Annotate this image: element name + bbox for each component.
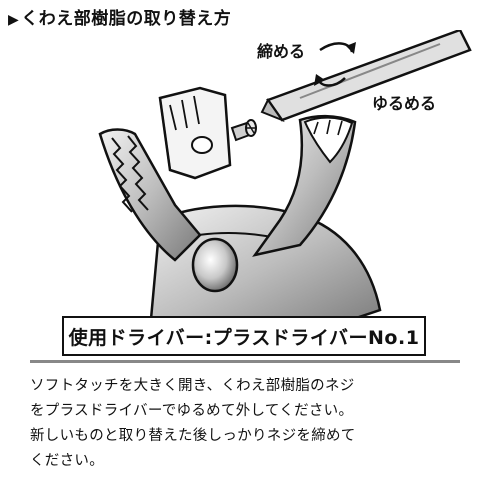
divider bbox=[30, 360, 460, 363]
screwdriver bbox=[260, 30, 472, 123]
instruction-line: 新しいものと取り替えた後しっかりネジを締めて bbox=[30, 428, 356, 444]
loosen-label: ゆるめる bbox=[372, 94, 437, 113]
rotation-arrows-icon bbox=[314, 42, 356, 87]
pivot-rivet bbox=[191, 237, 239, 293]
heading-text: くわえ部樹脂の取り替え方 bbox=[21, 9, 232, 29]
tighten-label: 締める bbox=[257, 42, 306, 61]
pliers-illustration bbox=[98, 30, 472, 330]
screwdriver-spec-text: 使用ドライバー:プラスドライバーNo.1 bbox=[68, 326, 420, 349]
triangle-marker-icon: ▶ bbox=[8, 12, 20, 28]
instructions: ソフトタッチを大きく開き、くわえ部樹脂のネジ をプラスドライバーでゆるめて外して… bbox=[30, 374, 472, 474]
instruction-line: ください。 bbox=[30, 453, 104, 469]
screw-icon bbox=[230, 119, 257, 142]
screwdriver-spec-box: 使用ドライバー:プラスドライバーNo.1 bbox=[62, 316, 426, 356]
left-jaw bbox=[98, 128, 202, 262]
right-jaw bbox=[252, 114, 357, 257]
resin-block bbox=[158, 86, 232, 180]
instruction-line: をプラスドライバーでゆるめて外してください。 bbox=[30, 403, 354, 419]
section-heading: ▶くわえ部樹脂の取り替え方 bbox=[8, 4, 231, 29]
instruction-line: ソフトタッチを大きく開き、くわえ部樹脂のネジ bbox=[30, 378, 355, 394]
